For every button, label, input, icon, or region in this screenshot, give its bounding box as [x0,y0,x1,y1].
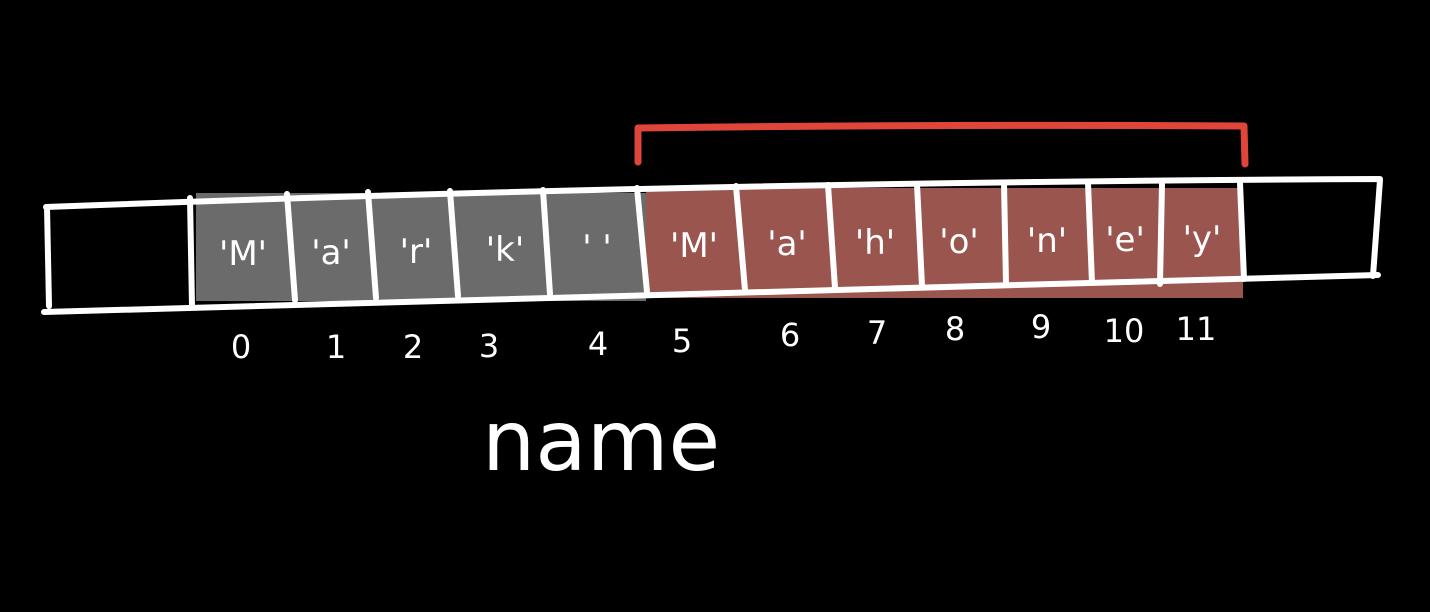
index-label-10: 10 [1104,312,1145,350]
cell-char-2: 'r' [400,232,433,272]
variable-name: name [482,392,720,490]
cell-char-7: 'h' [855,223,895,263]
cell-char-8: 'o' [939,222,979,262]
index-label-5: 5 [672,322,692,360]
cell-char-0: 'M' [219,234,267,274]
index-label-4: 4 [588,325,608,363]
array-outline [41,176,1383,315]
cell-char-10: 'e' [1105,220,1145,260]
index-label-9: 9 [1031,308,1051,346]
cell-char-3: 'k' [486,230,524,270]
index-label-0: 0 [231,328,251,366]
index-label-7: 7 [867,314,887,352]
index-label-2: 2 [403,328,423,366]
selection-bracket [634,121,1249,168]
index-label-6: 6 [780,316,800,354]
cell-char-4: ' ' [582,228,612,268]
gray-highlight [196,193,646,301]
index-label-11: 11 [1176,310,1217,348]
cell-dividers [187,180,1247,309]
cell-char-5: 'M' [670,226,718,266]
index-label-8: 8 [945,310,965,348]
cell-char-1: 'a' [311,233,351,273]
index-label-3: 3 [479,327,499,365]
index-label-1: 1 [326,328,346,366]
cell-char-6: 'a' [767,224,807,264]
cell-char-11: 'y' [1183,219,1222,259]
cell-char-9: 'n' [1027,221,1067,261]
